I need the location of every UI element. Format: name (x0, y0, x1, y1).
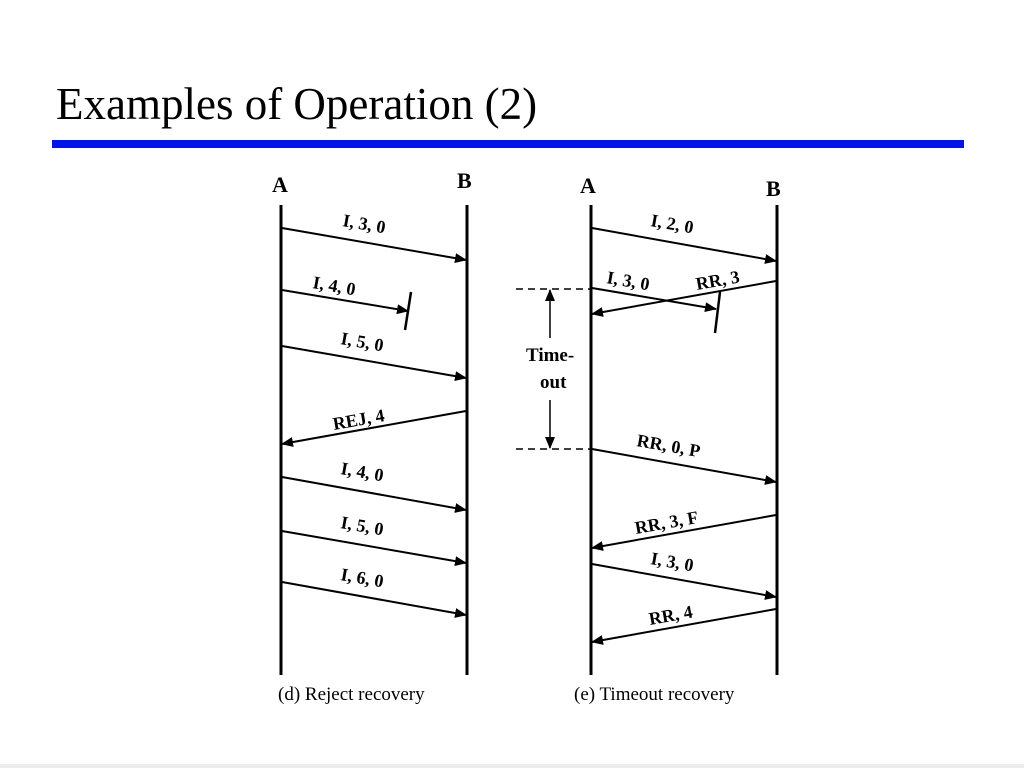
panel-e-caption: (e) Timeout recovery (574, 684, 735, 705)
bottom-strip (0, 764, 1024, 768)
panel-e-timeout-label-line1: Time- (526, 345, 574, 366)
panel-d-arrow-rej-4 (281, 410, 467, 447)
panel-d-arrow-i-4-0-lost (281, 289, 409, 315)
panel-d-lost-frame-mark (403, 291, 413, 331)
slide-title: Examples of Operation (2) (56, 79, 538, 129)
panel-d-frame-label: I, 5, 0 (339, 512, 385, 539)
panel-e-frame-label: I, 2, 0 (649, 210, 695, 237)
panel-reject-recovery: A B I, 3, 0 I, 4, 0 I, 5, 0 REJ, 4 I, 4,… (272, 168, 472, 705)
panel-d-arrow-i-5-0 (281, 345, 467, 382)
panel-d-arrow-i-3-0 (281, 227, 467, 264)
panel-e-frame-label: RR, 0, P (635, 430, 702, 461)
panel-e-arrow-i-2-0 (591, 227, 777, 264)
panel-e-timeout-label-line2: out (540, 372, 567, 393)
panel-e-arrow-i-3-0-resend (591, 563, 777, 600)
panel-e-arrow-rr-3-f (591, 514, 777, 551)
panel-d-arrow-i-5-0-resend (281, 530, 467, 567)
panel-e-arrow-rr-3 (591, 280, 777, 317)
panel-d-station-a-label: A (272, 172, 288, 197)
panel-e-arrow-rr-4 (591, 608, 777, 645)
panel-d-frame-label: I, 6, 0 (339, 564, 385, 591)
panel-e-arrow-i-3-0-lost (591, 287, 717, 313)
panel-e-lost-frame-mark (713, 291, 722, 334)
panel-e-arrow-rr-0-p (591, 448, 777, 485)
panel-d-frame-label: I, 5, 0 (339, 328, 385, 355)
panel-e-frame-label: I, 3, 0 (605, 267, 651, 294)
panel-d-frame-label: REJ, 4 (331, 405, 386, 434)
panel-d-frame-label: I, 3, 0 (341, 210, 387, 237)
panel-e-frame-label: RR, 3, F (633, 507, 700, 538)
panel-e-station-a-label: A (580, 173, 596, 198)
panel-d-arrow-i-4-0 (281, 476, 467, 513)
panel-d-arrow-i-6-0 (281, 581, 467, 618)
panel-e-station-b-label: B (766, 176, 781, 201)
panel-d-caption: (d) Reject recovery (278, 684, 425, 705)
panel-e-frame-label: I, 3, 0 (649, 548, 695, 575)
panel-d-frame-label: I, 4, 0 (339, 458, 385, 485)
panel-d-station-b-label: B (457, 168, 472, 193)
panel-e-frame-label: RR, 3 (694, 267, 741, 294)
title-underline (52, 140, 964, 148)
panel-timeout-recovery: A B I, 2, 0 I, 3, 0 RR, 3 Time- out RR, … (516, 173, 781, 705)
